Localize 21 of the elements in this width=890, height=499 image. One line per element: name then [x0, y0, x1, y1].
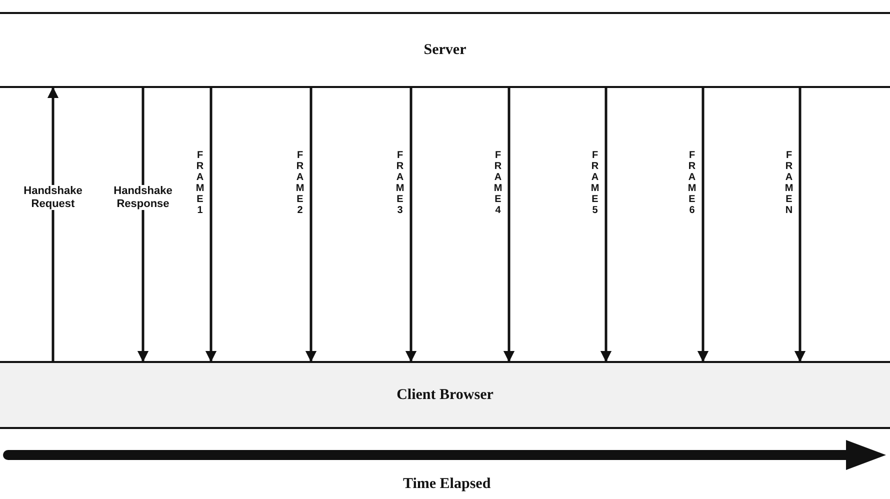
edge-label: FRAME 2 — [295, 150, 305, 216]
edge-label: FRAME 3 — [395, 150, 405, 216]
edge-label: FRAME 6 — [687, 150, 697, 216]
arrow — [503, 88, 515, 362]
node-label: Server — [424, 42, 466, 58]
arrow — [47, 86, 59, 361]
arrow — [405, 88, 417, 362]
arrow — [600, 88, 612, 362]
arrow — [205, 88, 217, 362]
node-label: Client Browser — [396, 386, 494, 404]
edge-label: FRAME 5 — [590, 150, 600, 216]
arrow — [305, 88, 317, 362]
server-bar — [0, 12, 890, 88]
edge-label: FRAME 1 — [195, 150, 205, 216]
arrow — [794, 88, 806, 362]
arrow — [137, 88, 149, 362]
edge-label: FRAME 4 — [493, 150, 503, 216]
edge-label: FRAME N — [784, 150, 794, 216]
axis-label: Time Elapsed — [403, 476, 491, 493]
client-bar — [0, 361, 890, 429]
arrow — [697, 88, 709, 362]
